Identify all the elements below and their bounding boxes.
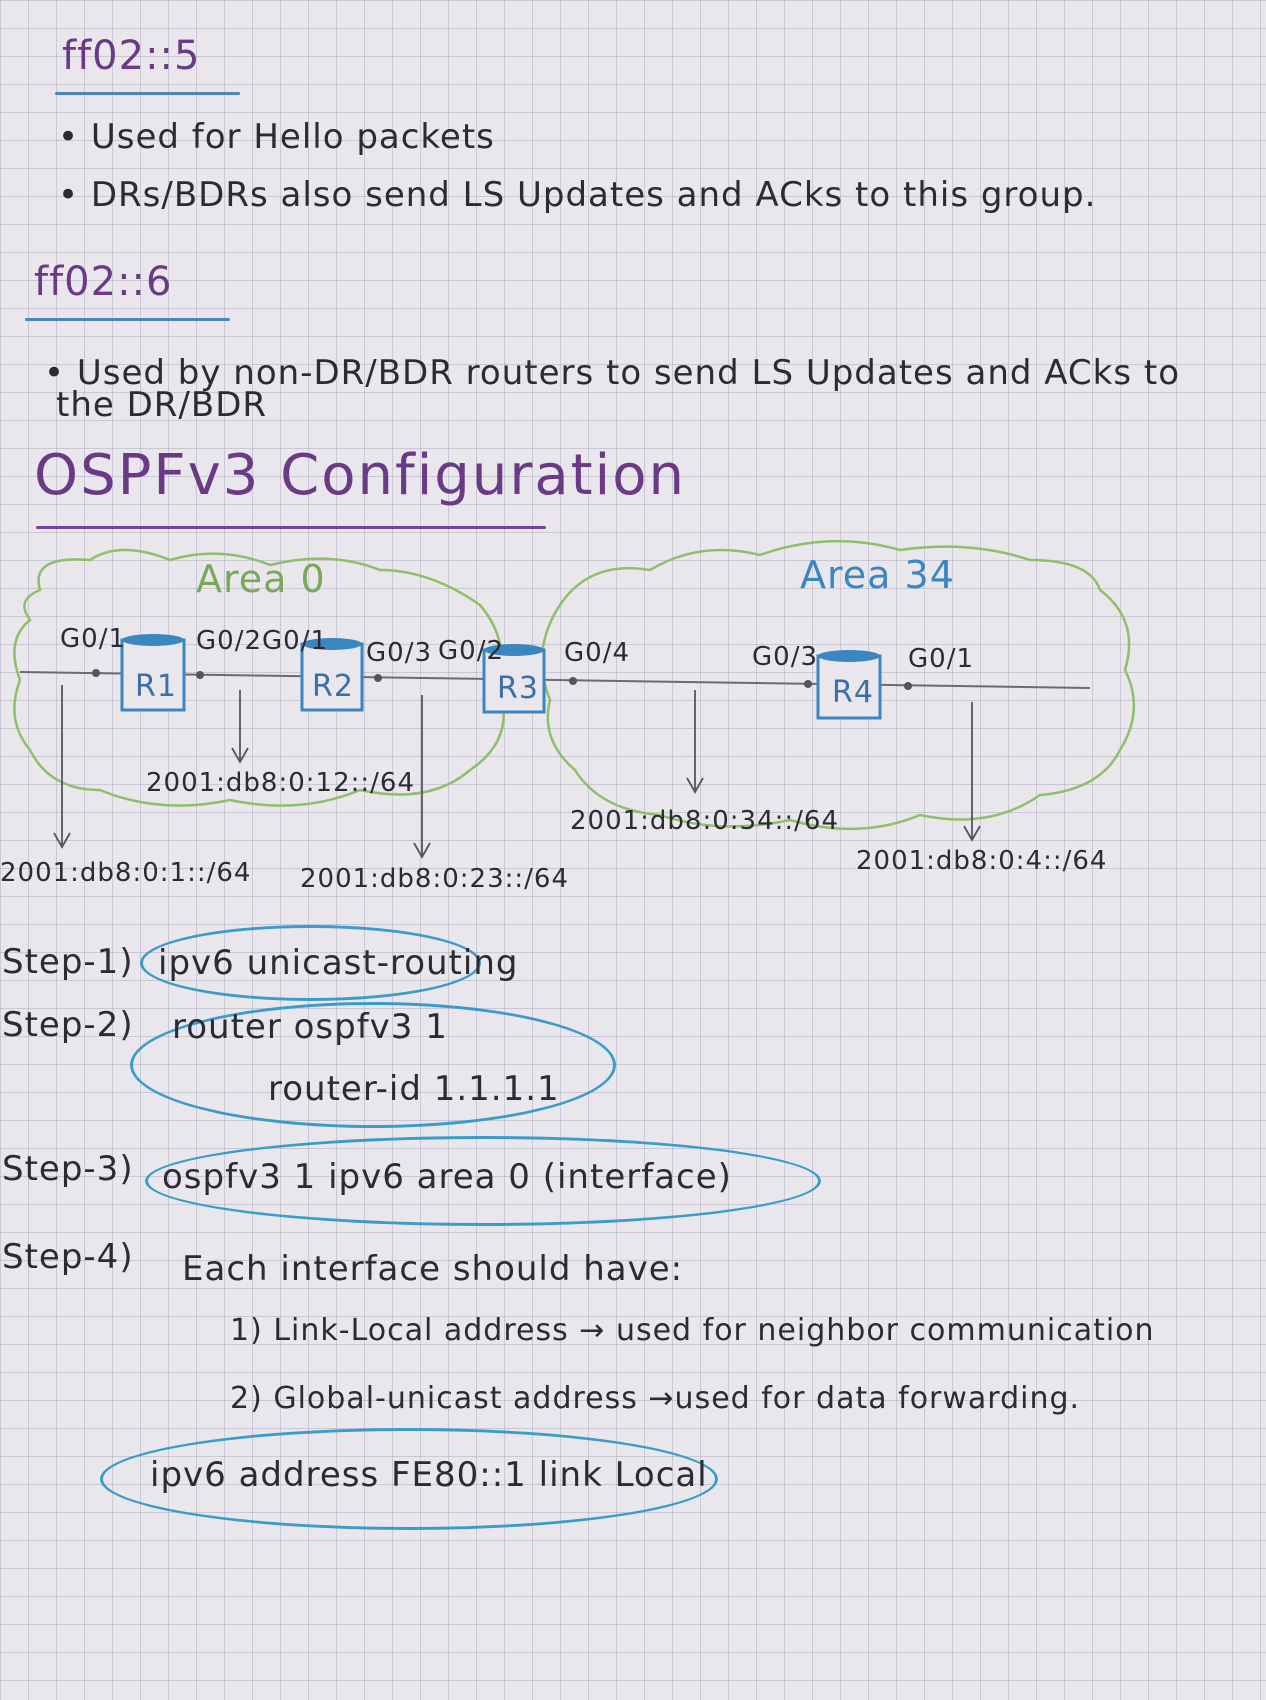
heading-underline — [25, 318, 230, 321]
interface-dot — [92, 669, 100, 677]
router-r4-icon — [816, 650, 882, 720]
step2-router-id: router-id 1.1.1.1 — [268, 1069, 560, 1109]
interface-label: G0/3 — [366, 638, 432, 668]
highlight-oval — [100, 1428, 718, 1530]
bullet-hello: • Used for Hello packets — [58, 117, 495, 157]
router-r2-icon — [300, 638, 364, 712]
step3-label: Step-3) — [2, 1149, 134, 1189]
interface-dot — [804, 680, 812, 688]
bullet-non-dr: • Used by non-DR/BDR routers to send LS … — [44, 353, 1181, 393]
step1-command: ipv6 unicast-routing — [158, 943, 519, 983]
highlight-oval — [130, 1002, 616, 1128]
bullet-continuation: the DR/BDR — [56, 385, 267, 425]
router-r2-label: R2 — [312, 669, 354, 704]
interface-label: G0/4 — [564, 638, 630, 668]
interface-label: G0/1 — [908, 644, 974, 674]
step2-label: Step-2) — [2, 1005, 134, 1045]
network-diagram — [13, 539, 1136, 859]
step1-label: Step-1) — [2, 942, 134, 982]
config-title: OSPFv3 Configuration — [34, 443, 686, 508]
final-command: ipv6 address FE80::1 link Local — [150, 1455, 708, 1495]
interface-label: G0/1 — [60, 624, 126, 654]
subnet-r3-r4: 2001:db8:0:34::/64 — [570, 806, 839, 836]
bullet-text: Used for Hello packets — [90, 117, 495, 157]
interface-dot — [569, 677, 577, 685]
step4-text: Each interface should have: — [182, 1249, 684, 1289]
area34-cloud — [540, 539, 1136, 831]
heading-ff02-6: ff02::6 — [34, 259, 173, 305]
step2-command: router ospfv3 1 — [172, 1007, 448, 1047]
highlight-oval — [140, 925, 481, 1001]
heading-ff02-5: ff02::5 — [62, 33, 201, 79]
bullet-text: DRs/BDRs also send LS Updates and ACks t… — [90, 175, 1097, 215]
heading-underline — [55, 92, 240, 95]
interface-dot — [904, 682, 912, 690]
interface-dot — [374, 674, 382, 682]
highlight-oval — [145, 1136, 821, 1226]
step4-item-link-local: 1) Link-Local address → used for neighbo… — [230, 1313, 1155, 1348]
subnet-r1-lan: 2001:db8:0:1::/64 — [0, 858, 252, 888]
interface-label: G0/3 — [752, 642, 818, 672]
step3-command: ospfv3 1 ipv6 area 0 (interface) — [162, 1157, 732, 1197]
router-r1-label: R1 — [135, 669, 177, 704]
bullet-text: Used by non-DR/BDR routers to send LS Up… — [76, 353, 1181, 393]
step4-label: Step-4) — [2, 1237, 134, 1277]
title-underline — [36, 526, 546, 529]
router-r4-label: R4 — [832, 675, 874, 710]
interface-label: G0/2 — [196, 626, 262, 656]
router-r3-icon — [482, 644, 546, 714]
area0-cloud — [13, 548, 505, 807]
area0-label: Area 0 — [196, 557, 326, 601]
step4-item-global-unicast: 2) Global-unicast address →used for data… — [230, 1381, 1081, 1416]
subnet-r4-lan: 2001:db8:0:4::/64 — [856, 846, 1108, 876]
bullet-dr-bdr: • DRs/BDRs also send LS Updates and ACks… — [58, 175, 1097, 215]
interface-label: G0/2 — [438, 636, 504, 666]
subnet-arrows — [53, 685, 981, 859]
interface-dot — [196, 671, 204, 679]
router-r1-icon — [120, 634, 186, 712]
subnet-r2-r3: 2001:db8:0:23::/64 — [300, 864, 569, 894]
subnet-r1-r2: 2001:db8:0:12::/64 — [146, 768, 415, 798]
area34-label: Area 34 — [800, 553, 955, 597]
router-r3-label: R3 — [497, 671, 539, 706]
interface-label: G0/1 — [262, 626, 328, 656]
